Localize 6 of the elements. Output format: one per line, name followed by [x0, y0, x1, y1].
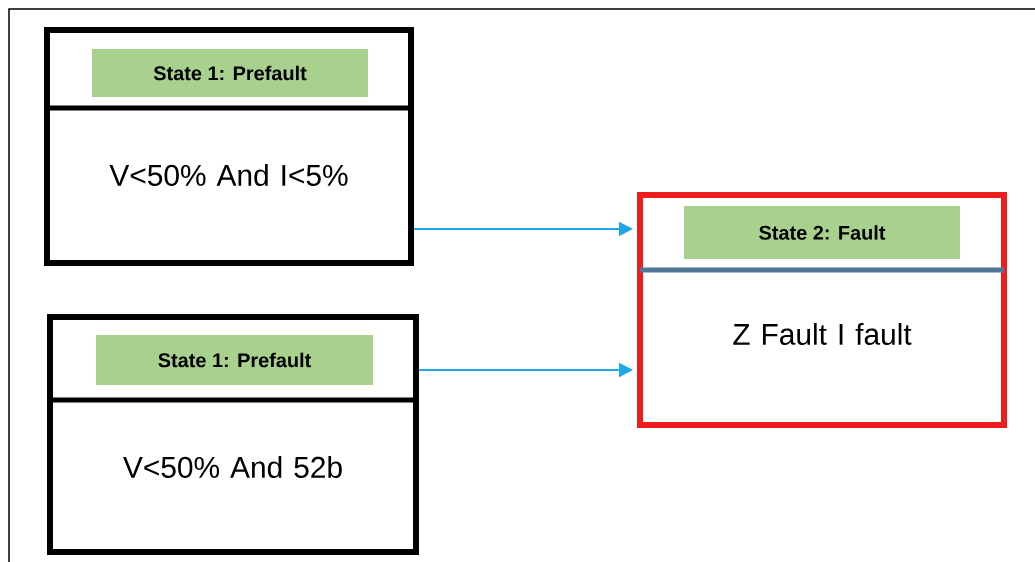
heading-label: State 1: Prefault [92, 49, 368, 97]
heading-label: State 1: Prefault [96, 335, 373, 385]
condition-text: V<50% And I<5% [109, 164, 348, 186]
condition-text: V<50% And 52b [123, 456, 342, 478]
heading-label: State 2: Fault [684, 206, 960, 259]
condition-text: Z Fault I fault [733, 323, 912, 345]
